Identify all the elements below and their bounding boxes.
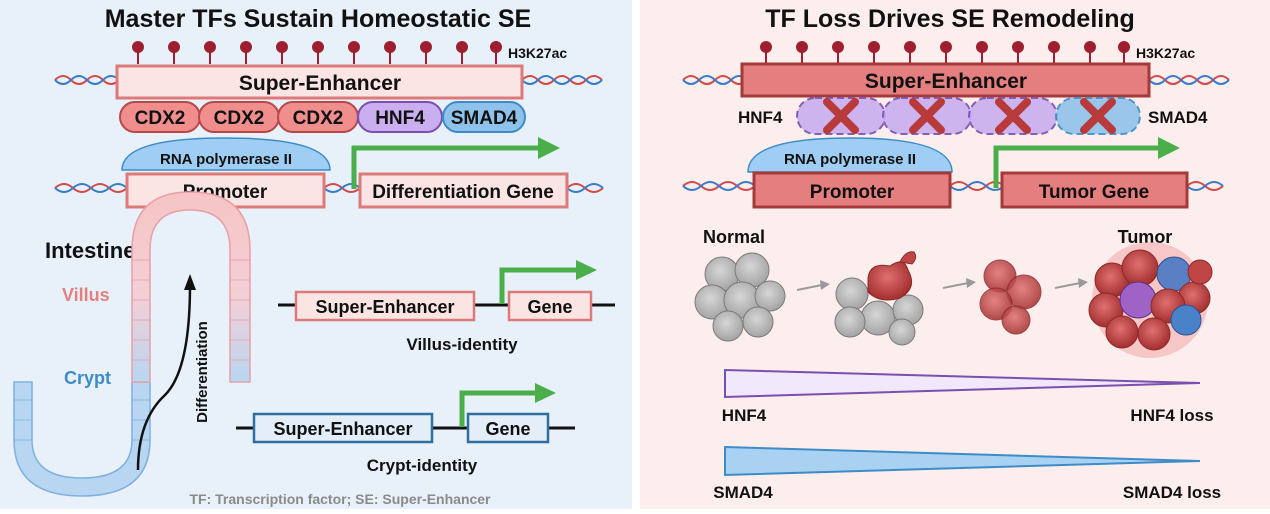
- villus-gene-label: Gene: [527, 297, 572, 317]
- crypt-gene-box: [466, 412, 550, 444]
- crypt-gene-label: Gene: [485, 419, 530, 439]
- tumor-gene-box: [1000, 171, 1189, 209]
- rna-pol-label-right: RNA polymerase II: [784, 151, 916, 168]
- tss-arrow-left: [351, 137, 560, 189]
- transforming-cell-cluster: [834, 251, 924, 346]
- rna-pol-left: [121, 137, 331, 171]
- dna-helix-promoter-right: [682, 181, 1224, 191]
- super-enhancer-label-right: Super-Enhancer: [865, 70, 1027, 93]
- differentiation-gene-box: [358, 172, 569, 209]
- crypt-identity-module: [236, 383, 575, 444]
- right-title: TF Loss Drives SE Remodeling: [765, 5, 1135, 33]
- h3k27ac-marks-right: [760, 41, 1130, 64]
- smad4-start-label: SMAD4: [713, 483, 773, 502]
- tumor-gene-label: Tumor Gene: [1039, 182, 1150, 203]
- hnf4-start-label: HNF4: [722, 406, 767, 425]
- svg-text:CDX2: CDX2: [214, 108, 265, 129]
- hnf4-label-right: HNF4: [738, 108, 783, 127]
- crypt-se-label: Super-Enhancer: [273, 419, 412, 439]
- svg-text:HNF4: HNF4: [375, 108, 425, 129]
- super-enhancer-box-right: [740, 62, 1151, 98]
- differentiation-label: Differentiation: [194, 321, 211, 423]
- tf-row-left: CDX2 CDX2 CDX2 HNF4 SMAD4: [119, 101, 526, 133]
- svg-text:CDX2: CDX2: [135, 108, 186, 129]
- super-enhancer-box-left: [115, 64, 524, 100]
- intestine-illustration: [13, 191, 251, 497]
- dna-helix-promoter-left: [54, 183, 604, 193]
- svg-text:SMAD4: SMAD4: [451, 108, 518, 129]
- crypt-identity-label: Crypt-identity: [367, 456, 478, 475]
- intestine-label: Intestine: [45, 238, 135, 263]
- smad4-end-label: SMAD4 loss: [1123, 483, 1221, 502]
- promoter-box-right: [752, 171, 952, 209]
- differentiation-gene-label: Differentiation Gene: [372, 182, 554, 203]
- smad4-gradient-wedge: [724, 445, 1201, 477]
- smad4-label-right: SMAD4: [1148, 108, 1208, 127]
- crypt-label: Crypt: [64, 368, 111, 388]
- normal-cell-cluster: [694, 252, 786, 342]
- cross-icon: [823, 98, 1116, 134]
- villus-label: Villus: [62, 285, 110, 305]
- tf-smad4: [442, 101, 526, 133]
- tss-arrow-right: [993, 137, 1180, 188]
- super-enhancer-label-left: Super-Enhancer: [239, 72, 401, 95]
- promoter-label-right: Promoter: [810, 182, 895, 203]
- villus-identity-label: Villus-identity: [406, 335, 518, 354]
- crypt-se-box: [252, 412, 434, 444]
- rna-pol-right: [747, 137, 953, 173]
- tumor-cell-cluster: [1088, 242, 1213, 358]
- tumor-label: Tumor: [1118, 227, 1173, 247]
- svg-text:CDX2: CDX2: [293, 108, 344, 129]
- hnf4-end-label: HNF4 loss: [1130, 406, 1213, 425]
- villus-identity-module: [278, 260, 615, 322]
- dna-helix-top-right: [682, 75, 1230, 85]
- left-title: Master TFs Sustain Homeostatic SE: [105, 5, 532, 33]
- rna-pol-label-left: RNA polymerase II: [160, 151, 292, 168]
- hnf4-gradient-wedge: [724, 368, 1201, 399]
- normal-label: Normal: [703, 227, 765, 247]
- villus-gene-box: [507, 290, 593, 322]
- h3k27ac-label-left: H3K27ac: [508, 45, 567, 61]
- villus-se-box: [294, 290, 476, 322]
- cell-progression: [694, 242, 1213, 358]
- h3k27ac-marks-left: [132, 41, 502, 64]
- villus-se-label: Super-Enhancer: [315, 297, 454, 317]
- footnote: TF: Transcription factor; SE: Super-Enha…: [189, 491, 491, 507]
- red-cell-cluster: [979, 259, 1042, 335]
- h3k27ac-label-right: H3K27ac: [1136, 45, 1195, 61]
